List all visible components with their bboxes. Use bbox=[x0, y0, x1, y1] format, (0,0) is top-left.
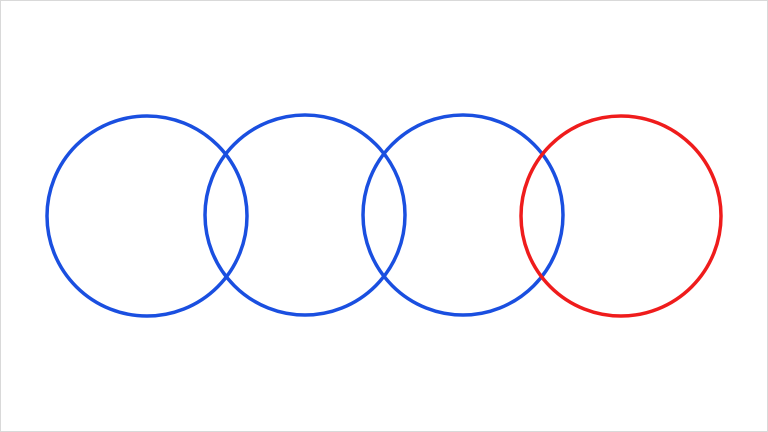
ring-2 bbox=[203, 113, 407, 317]
ring-1 bbox=[45, 114, 249, 318]
ring-3 bbox=[361, 113, 565, 317]
ring-4 bbox=[519, 114, 723, 318]
